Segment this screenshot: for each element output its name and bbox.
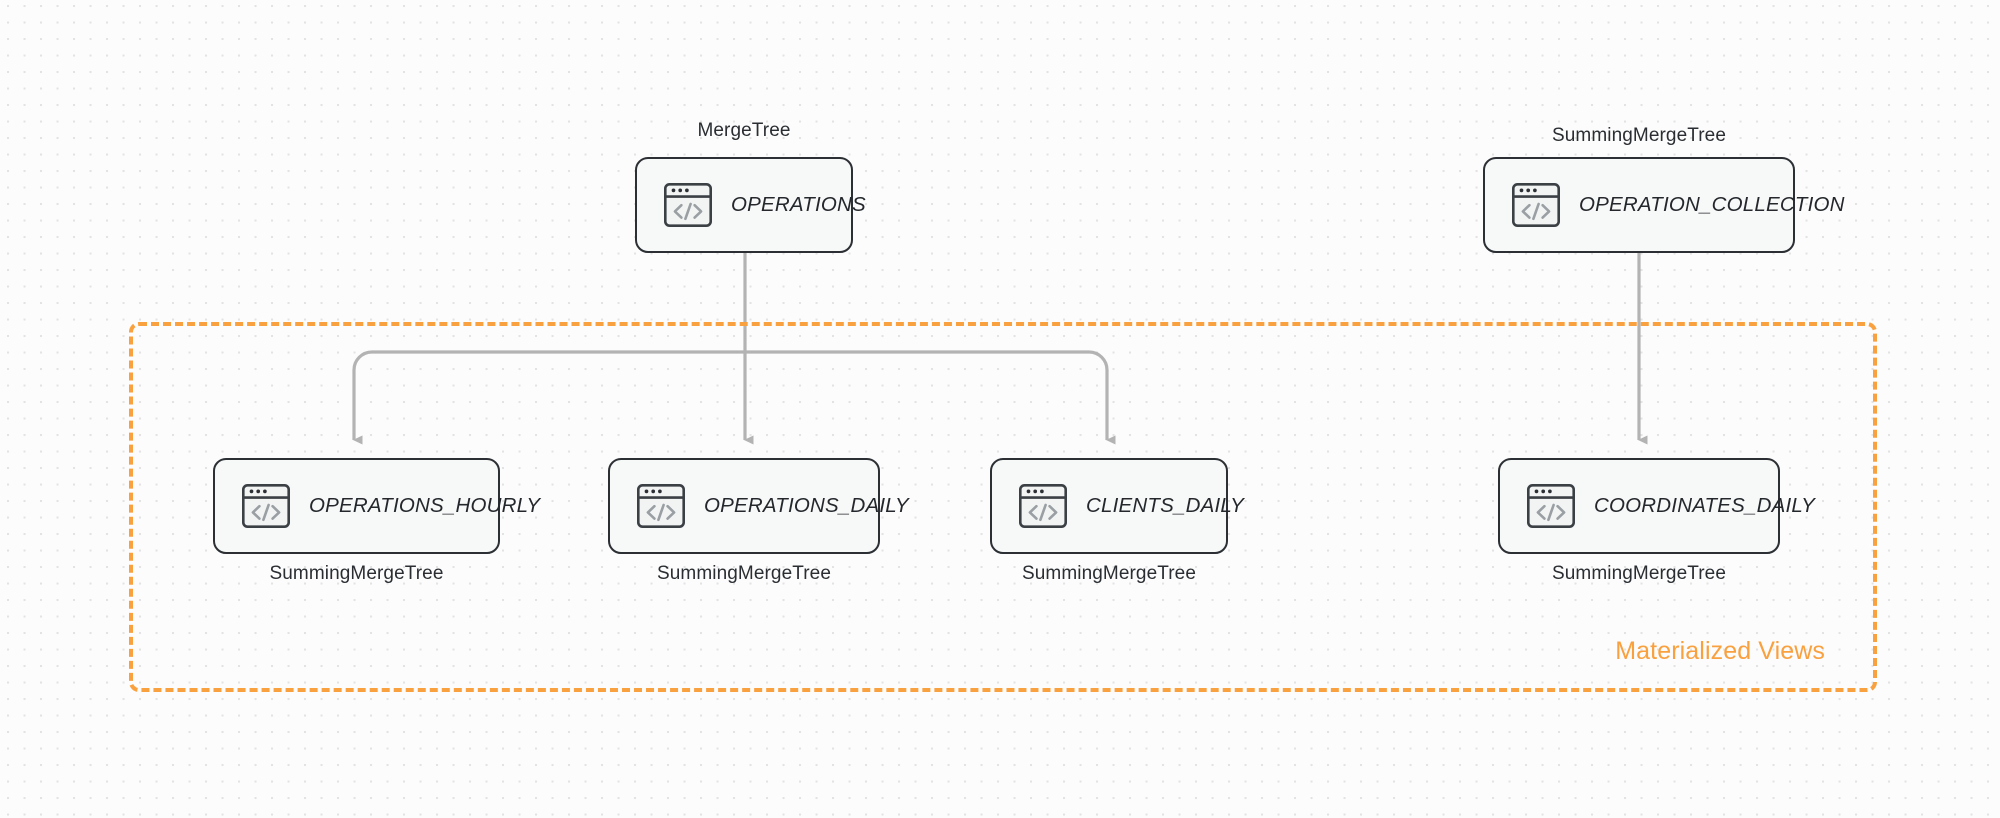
node-coordinates-daily[interactable]: COORDINATES_DAILY	[1498, 458, 1815, 554]
code-window-icon	[636, 483, 686, 529]
node-operations[interactable]: OPERATIONS	[635, 157, 866, 253]
engine-caption-operation-collection: SummingMergeTree	[1551, 125, 1727, 146]
node-label: OPERATION_COLLECTION	[1579, 193, 1845, 216]
node-operation-collection[interactable]: OPERATION_COLLECTION	[1483, 157, 1844, 253]
node-clients-daily[interactable]: CLIENTS_DAILY	[990, 458, 1244, 554]
engine-caption-coordinates-daily: SummingMergeTree	[1551, 563, 1727, 584]
code-window-icon	[241, 483, 291, 529]
materialized-views-group: Materialized Views	[129, 322, 1877, 692]
code-window-icon	[1526, 483, 1576, 529]
materialized-views-label: Materialized Views	[1615, 637, 1825, 665]
engine-caption-clients-daily: SummingMergeTree	[1021, 563, 1197, 584]
code-window-icon	[1511, 182, 1561, 228]
node-label: COORDINATES_DAILY	[1594, 494, 1815, 517]
engine-caption-operations: MergeTree	[697, 120, 791, 141]
node-operations-hourly[interactable]: OPERATIONS_HOURLY	[213, 458, 540, 554]
node-label: OPERATIONS	[731, 193, 866, 216]
node-label: OPERATIONS_HOURLY	[309, 494, 541, 517]
node-label: OPERATIONS_DAILY	[704, 494, 909, 517]
engine-caption-operations-hourly: SummingMergeTree	[269, 563, 444, 584]
code-window-icon	[663, 182, 713, 228]
engine-caption-operations-daily: SummingMergeTree	[656, 563, 832, 584]
node-operations-daily[interactable]: OPERATIONS_DAILY	[608, 458, 909, 554]
code-window-icon	[1018, 483, 1068, 529]
node-label: CLIENTS_DAILY	[1086, 494, 1244, 517]
